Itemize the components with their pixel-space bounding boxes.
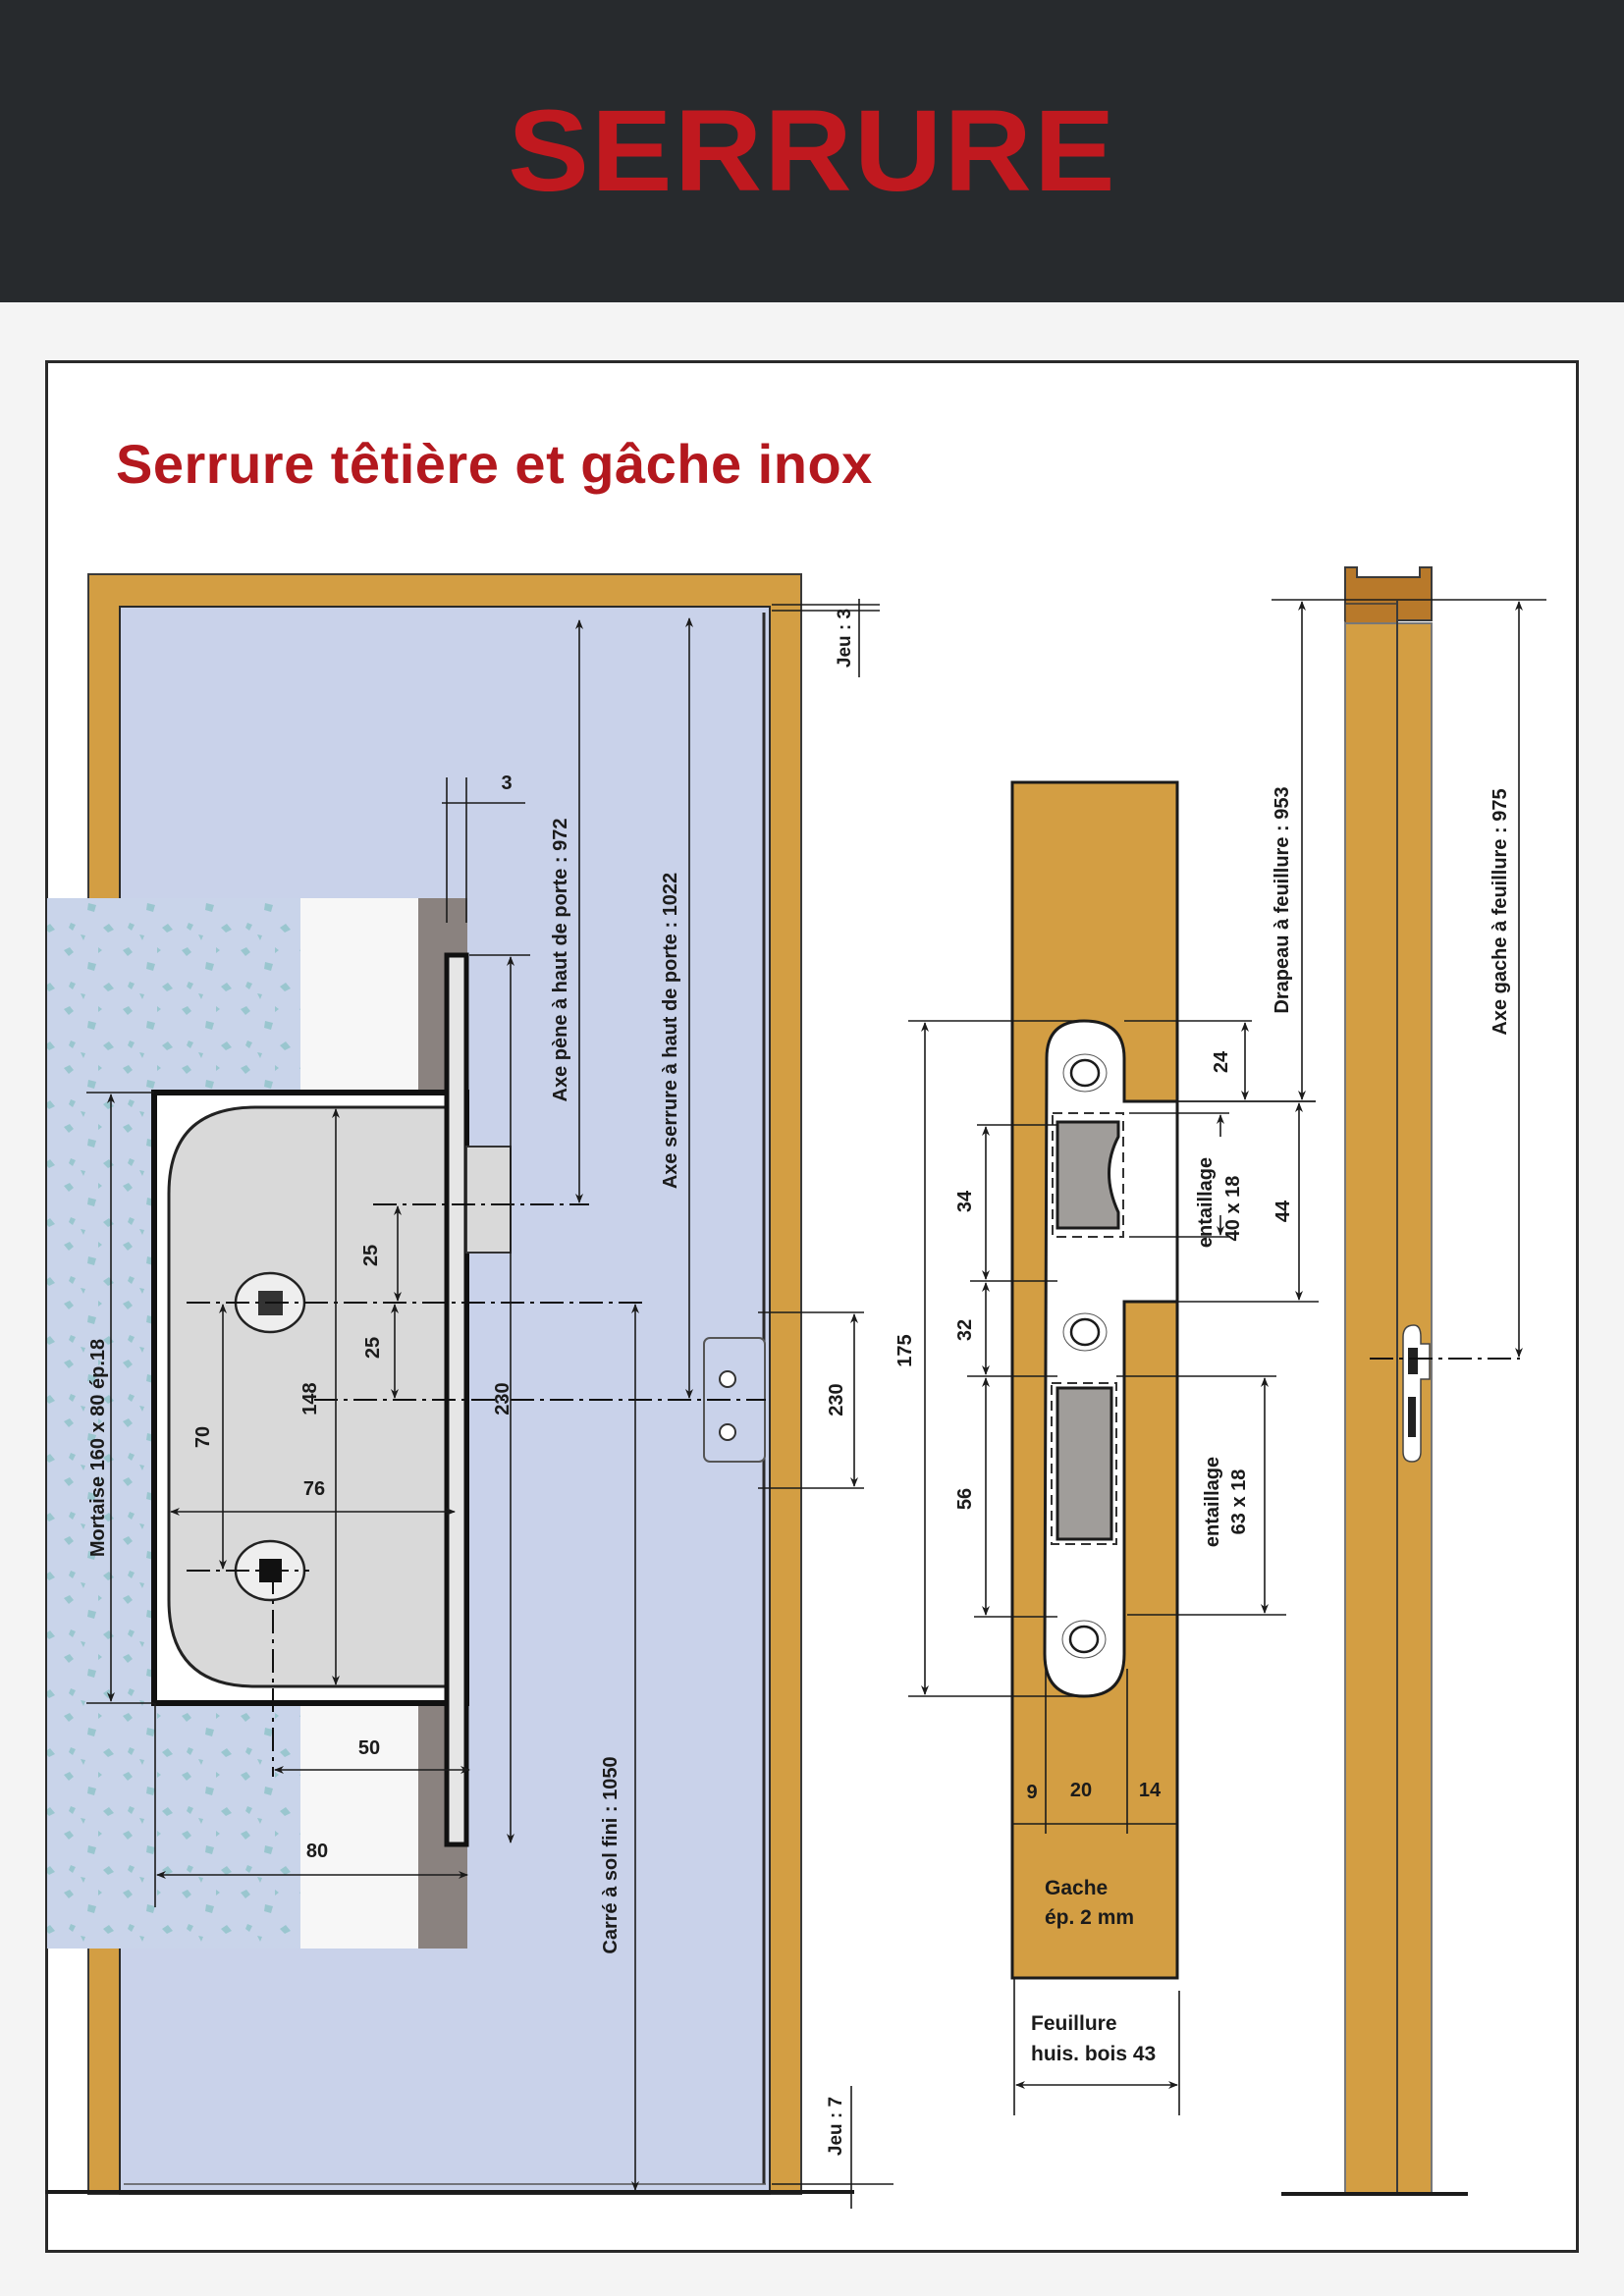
dim-56: 56 bbox=[954, 1488, 976, 1510]
dim-14: 14 bbox=[1139, 1780, 1162, 1801]
screw-hole-icon bbox=[1061, 1620, 1107, 1659]
entaillage-1-label: entaillage bbox=[1195, 1157, 1217, 1248]
entaillage-2-size: 63 x 18 bbox=[1228, 1469, 1250, 1535]
dim-32: 32 bbox=[954, 1319, 976, 1341]
section-title: Serrure têtière et gâche inox bbox=[116, 433, 873, 495]
axe-pene-label: Axe pène à haut de porte : 972 bbox=[550, 819, 571, 1102]
dim-24: 24 bbox=[1211, 1050, 1232, 1073]
door-elevation: Jeu : 3 3 Axe pène à haut de porte : 972… bbox=[45, 573, 893, 2209]
dim-20: 20 bbox=[1070, 1780, 1092, 1801]
drapeau-label: Drapeau à feuillure : 953 bbox=[1272, 786, 1293, 1013]
dim-76: 76 bbox=[303, 1478, 325, 1500]
dim-80: 80 bbox=[306, 1841, 328, 1862]
frame-side-elevation: Drapeau à feuillure : 953 Axe gache à fe… bbox=[1178, 566, 1546, 2196]
dim-25-lower: 25 bbox=[362, 1337, 384, 1359]
lock-case bbox=[167, 1105, 459, 1688]
entaillage-2-label: entaillage bbox=[1202, 1457, 1223, 1547]
dim-148: 148 bbox=[299, 1382, 321, 1415]
strike-plate-detail: 175 24 34 32 56 44 entaillage 40 x 18 en… bbox=[894, 780, 1319, 2115]
strike-slot-bolt bbox=[1056, 1386, 1113, 1541]
dim-34: 34 bbox=[954, 1190, 976, 1212]
gap-3-label: 3 bbox=[501, 773, 512, 794]
page-header: SERRURE bbox=[0, 0, 1624, 302]
dim-25-upper: 25 bbox=[360, 1245, 382, 1266]
screw-hole-icon bbox=[1062, 1312, 1108, 1352]
feuillure-label: Feuillure bbox=[1031, 2012, 1117, 2035]
feuillure-value: huis. bois 43 bbox=[1031, 2043, 1156, 2065]
axe-serrure-label: Axe serrure à haut de porte : 1022 bbox=[660, 873, 681, 1189]
jeu-bottom-label: Jeu : 7 bbox=[826, 2097, 846, 2156]
screw-hole-icon bbox=[1062, 1053, 1108, 1093]
page-title: SERRURE bbox=[507, 86, 1117, 216]
dim-70: 70 bbox=[192, 1426, 214, 1448]
frame-jamb bbox=[1344, 622, 1433, 2195]
carre-sol-label: Carré à sol fini : 1050 bbox=[600, 1756, 622, 1953]
mortaise-label: Mortaise 160 x 80 ép.18 bbox=[87, 1339, 109, 1557]
dim-9: 9 bbox=[1026, 1782, 1037, 1803]
gache-label: Gache bbox=[1045, 1877, 1108, 1899]
dim-230-plate: 230 bbox=[826, 1383, 847, 1415]
gache-thickness: ép. 2 mm bbox=[1045, 1906, 1134, 1929]
dim-44: 44 bbox=[1272, 1200, 1294, 1222]
latch-bolt bbox=[465, 1146, 512, 1254]
jeu-top-label: Jeu : 3 bbox=[835, 609, 855, 667]
dim-50: 50 bbox=[358, 1737, 380, 1759]
axe-gache-label: Axe gache à feuillure : 975 bbox=[1489, 788, 1511, 1035]
dim-175: 175 bbox=[894, 1334, 916, 1366]
strike-slot-latch bbox=[1056, 1120, 1120, 1230]
dim-230-lock: 230 bbox=[492, 1382, 514, 1415]
entaillage-1-size: 40 x 18 bbox=[1222, 1176, 1244, 1242]
